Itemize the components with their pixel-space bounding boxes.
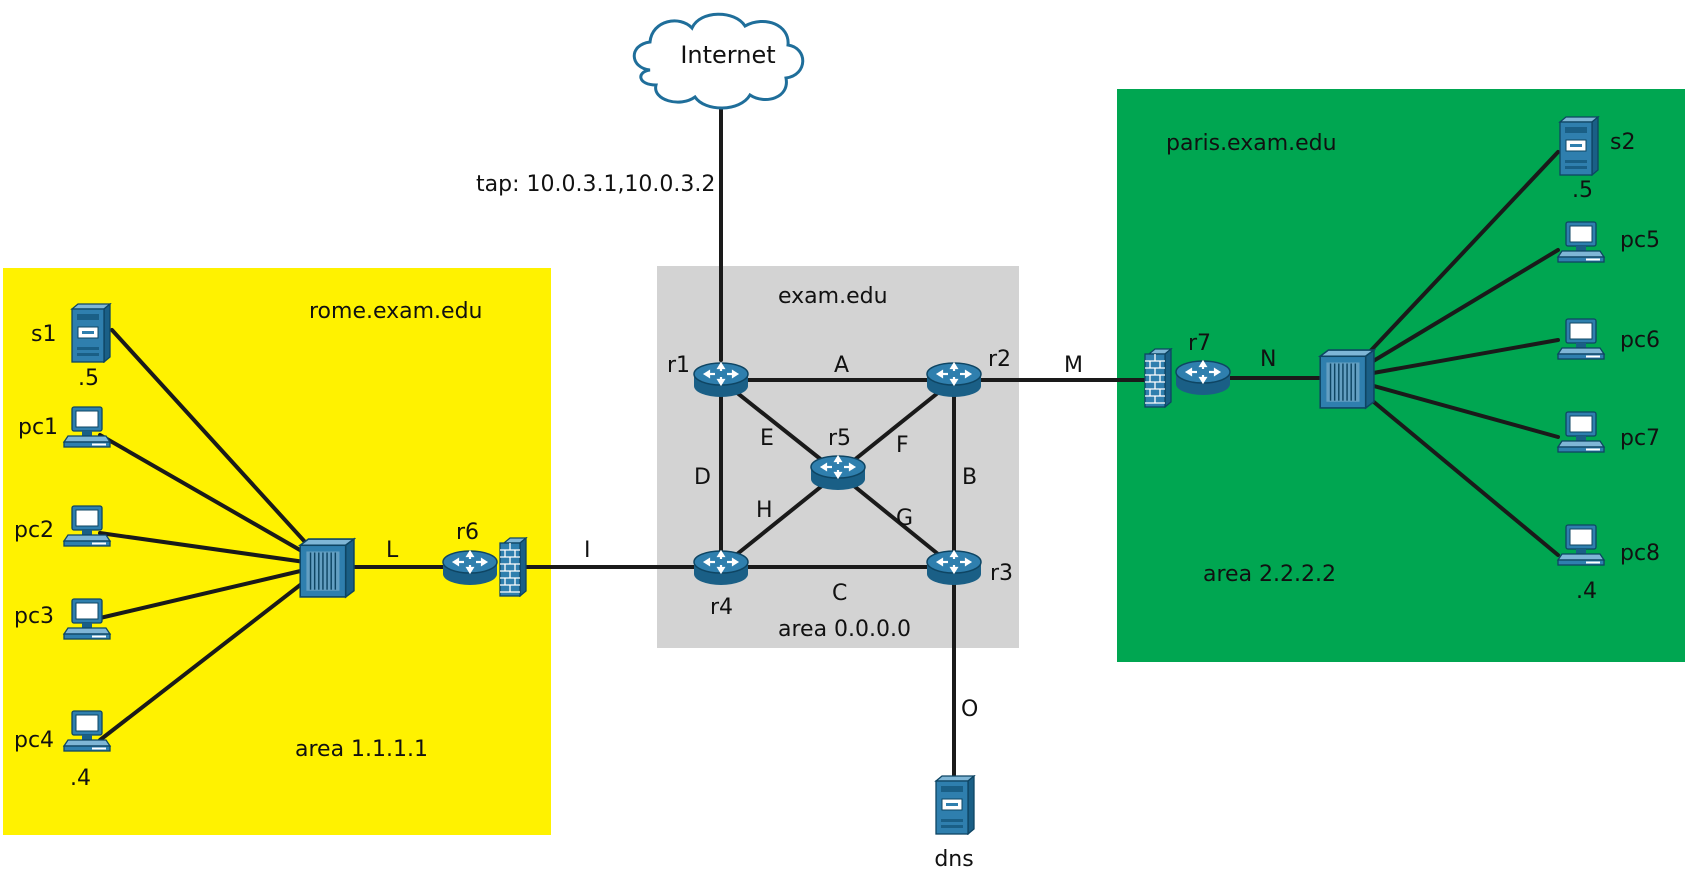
switch-icon-rome — [299, 538, 355, 598]
link-label-E: E — [760, 426, 774, 451]
link-s1 — [110, 328, 328, 567]
link-label-A: A — [834, 353, 849, 378]
link-label-M: M — [1064, 353, 1083, 378]
link-label-L: L — [386, 538, 399, 563]
router-icon-r1 — [692, 361, 750, 399]
host-label-pc5: pc5 — [1620, 228, 1660, 253]
link-G — [836, 471, 956, 569]
server-icon-s2 — [1559, 116, 1599, 176]
tap-label: tap: 10.0.3.1,10.0.3.2 — [476, 172, 715, 197]
router-label-r4: r4 — [710, 595, 733, 620]
dns-label: dns — [934, 847, 973, 870]
link-label-B: B — [962, 465, 977, 490]
host-label-pc4: pc4 — [14, 728, 54, 753]
links — [98, 106, 1560, 787]
router-icon-r6 — [441, 549, 499, 587]
switch-icon-paris — [1319, 349, 1375, 409]
router-icon-r3 — [925, 549, 983, 587]
rome-area-label: area 1.1.1.1 — [295, 737, 428, 762]
host-addr-pc4: .4 — [70, 766, 91, 791]
router-label-r6: r6 — [456, 520, 479, 545]
router-icon-r7 — [1174, 359, 1232, 397]
link-pc2 — [98, 531, 328, 567]
host-addr-s2: .5 — [1572, 178, 1593, 203]
link-label-D: D — [694, 465, 711, 490]
rome-domain-label: rome.exam.edu — [309, 299, 483, 324]
link-pc5 — [1343, 248, 1560, 380]
server-icon-s1 — [71, 303, 111, 363]
host-label-pc8: pc8 — [1620, 541, 1660, 566]
link-label-O: O — [961, 697, 978, 722]
host-label-pc3: pc3 — [14, 604, 54, 629]
link-H — [719, 471, 840, 569]
link-pc8 — [1343, 376, 1560, 557]
firewall-icon-paris — [1144, 348, 1172, 408]
link-label-G: G — [896, 506, 913, 531]
host-addr-s1: .5 — [78, 366, 99, 391]
router-label-r2: r2 — [988, 347, 1011, 372]
host-addr-pc8: .4 — [1576, 579, 1597, 604]
host-label-s1: s1 — [31, 322, 56, 347]
link-pc1 — [98, 433, 328, 567]
host-label-pc6: pc6 — [1620, 328, 1660, 353]
paris-area-label: area 2.2.2.2 — [1203, 562, 1336, 587]
router-label-r1: r1 — [667, 353, 690, 378]
link-pc6 — [1343, 338, 1560, 380]
link-F — [836, 378, 956, 475]
router-icon-r4 — [692, 549, 750, 587]
router-label-r3: r3 — [990, 561, 1013, 586]
host-label-pc2: pc2 — [14, 518, 54, 543]
link-label-F: F — [896, 433, 909, 458]
link-label-I: I — [584, 538, 591, 563]
host-label-pc7: pc7 — [1620, 426, 1660, 451]
router-icon-r5 — [809, 454, 867, 492]
link-label-C: C — [832, 581, 847, 606]
link-label-N: N — [1260, 347, 1276, 372]
server-icon-dns — [935, 775, 975, 835]
link-label-H: H — [756, 498, 773, 523]
link-s2 — [1343, 150, 1560, 380]
core-area-label: area 0.0.0.0 — [778, 617, 911, 642]
link-pc7 — [1343, 376, 1560, 439]
link-pc3 — [98, 563, 328, 620]
router-label-r7: r7 — [1188, 331, 1211, 356]
router-label-r5: r5 — [828, 426, 851, 451]
cloud-icon — [632, 12, 805, 110]
paris-domain-label: paris.exam.edu — [1166, 131, 1337, 156]
core-domain-label: exam.edu — [778, 284, 888, 309]
link-E — [719, 378, 840, 475]
firewall-icon-rome — [499, 537, 527, 597]
router-icon-r2 — [925, 361, 983, 399]
internet-label: Internet — [680, 41, 775, 69]
host-label-s2: s2 — [1610, 130, 1635, 155]
link-pc4 — [98, 563, 328, 742]
host-label-pc1: pc1 — [18, 415, 58, 440]
